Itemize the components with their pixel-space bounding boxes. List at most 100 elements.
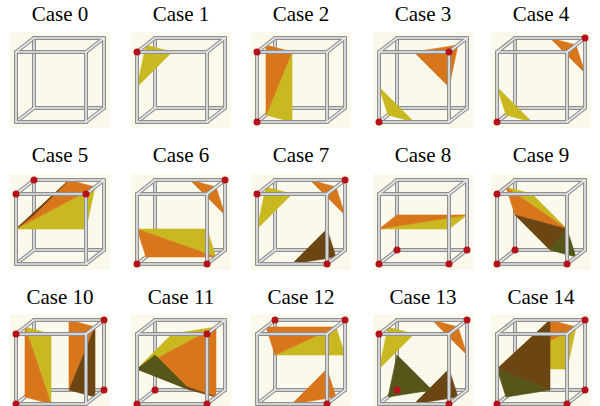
cube (491, 32, 591, 128)
cube-edge (497, 38, 515, 52)
iso-surface (266, 45, 292, 115)
marked-vertex (376, 119, 383, 126)
cube-edge (515, 106, 585, 110)
cube-edge (497, 262, 567, 266)
cube-edge (16, 120, 86, 124)
cube (251, 174, 351, 270)
cube-edge (16, 250, 34, 264)
cube-edge-highlight (448, 194, 450, 264)
cube-edge (223, 38, 227, 108)
cube-edge (257, 262, 327, 266)
case-label: Case 7 (273, 143, 330, 167)
cube-edge-highlight (344, 180, 346, 250)
cube-edge (275, 178, 345, 182)
cube-edge (379, 38, 397, 52)
case-label: Case 4 (513, 2, 570, 26)
cube-edge-highlight (137, 333, 207, 335)
cube-edge-highlight (34, 179, 104, 181)
cube-edge (86, 38, 104, 52)
cube-edge (379, 50, 449, 54)
cube-edge (257, 390, 275, 404)
cube-edge-highlight (257, 51, 327, 53)
cube-edge (397, 178, 467, 182)
marked-vertex (564, 401, 571, 406)
marked-vertex (394, 247, 401, 254)
case-label: Case 3 (395, 2, 452, 26)
cube-edge-highlight (224, 320, 226, 390)
cube (10, 314, 110, 406)
cube-edge-highlight (257, 333, 327, 335)
cube-edge (16, 402, 86, 406)
cube (251, 314, 351, 406)
cube-edge (325, 334, 329, 404)
iso-surface (137, 229, 216, 257)
cube-edge-highlight (257, 390, 275, 404)
iso-surface (550, 229, 576, 257)
cube-edge-highlight (584, 180, 586, 250)
cube-edge-highlight (378, 52, 380, 122)
cube-edge (34, 318, 104, 322)
case-label: Case 12 (267, 285, 334, 309)
iso-surface (497, 87, 532, 122)
cube-edge (327, 108, 345, 122)
cube-edge (583, 320, 587, 390)
marked-vertex (342, 177, 349, 184)
cube-edge (155, 318, 225, 322)
case-label: Case 5 (32, 143, 89, 167)
cube-edge-highlight (136, 334, 138, 404)
marked-vertex (222, 177, 229, 184)
cube-edge-highlight (34, 37, 104, 39)
cube-edge (205, 52, 209, 122)
cube-ground (131, 314, 231, 406)
cube-ground (373, 32, 473, 128)
cube-edge-highlight (497, 121, 567, 123)
cube-edge-highlight (16, 403, 86, 405)
cube-edge-highlight (257, 263, 327, 265)
cube-edge (257, 120, 327, 124)
cube-edge-highlight (497, 38, 515, 52)
cube-edge-highlight (86, 250, 104, 264)
cube-edge (223, 180, 227, 250)
cube-edge-highlight (397, 37, 467, 39)
cube-edge (379, 120, 449, 124)
cube-edge-highlight (275, 319, 345, 321)
marked-vertex (272, 317, 279, 324)
cube-edge (84, 334, 88, 404)
cube-ground (131, 174, 231, 270)
iso-surface (69, 327, 95, 397)
cube-edge (513, 38, 517, 108)
cube-edge (379, 402, 449, 406)
cube-edge (397, 318, 467, 322)
iso-surface (137, 355, 190, 390)
marked-vertex (324, 401, 331, 406)
cube-edge (34, 178, 104, 182)
cube-edge-highlight (566, 194, 568, 264)
marked-vertex (324, 261, 331, 268)
marked-vertex (376, 261, 383, 268)
cube-edge-highlight (256, 194, 258, 264)
marked-vertex (101, 317, 108, 324)
cube-edge (102, 320, 106, 390)
cube-ground (251, 32, 351, 128)
cube-edge-highlight (378, 194, 380, 264)
cube-edge (155, 36, 225, 40)
cube-edge (16, 192, 86, 196)
cube-edge (205, 194, 209, 264)
marked-vertex (13, 401, 20, 406)
iso-surface (379, 215, 467, 229)
iso-surface (25, 327, 51, 404)
cube-edge (255, 334, 259, 404)
cube-edge-highlight (85, 334, 87, 404)
iso-surface (497, 369, 550, 397)
cube-edge (255, 52, 259, 122)
cube-edge-highlight (34, 107, 104, 109)
marked-vertex (13, 331, 20, 338)
case-label: Case 1 (153, 2, 210, 26)
cube-edge-highlight (16, 193, 86, 195)
case-label: Case 2 (273, 2, 330, 26)
cube-edge-highlight (515, 107, 585, 109)
case-label: Case 6 (153, 143, 210, 167)
cube-edge (16, 262, 86, 266)
cube-edge (515, 318, 585, 322)
